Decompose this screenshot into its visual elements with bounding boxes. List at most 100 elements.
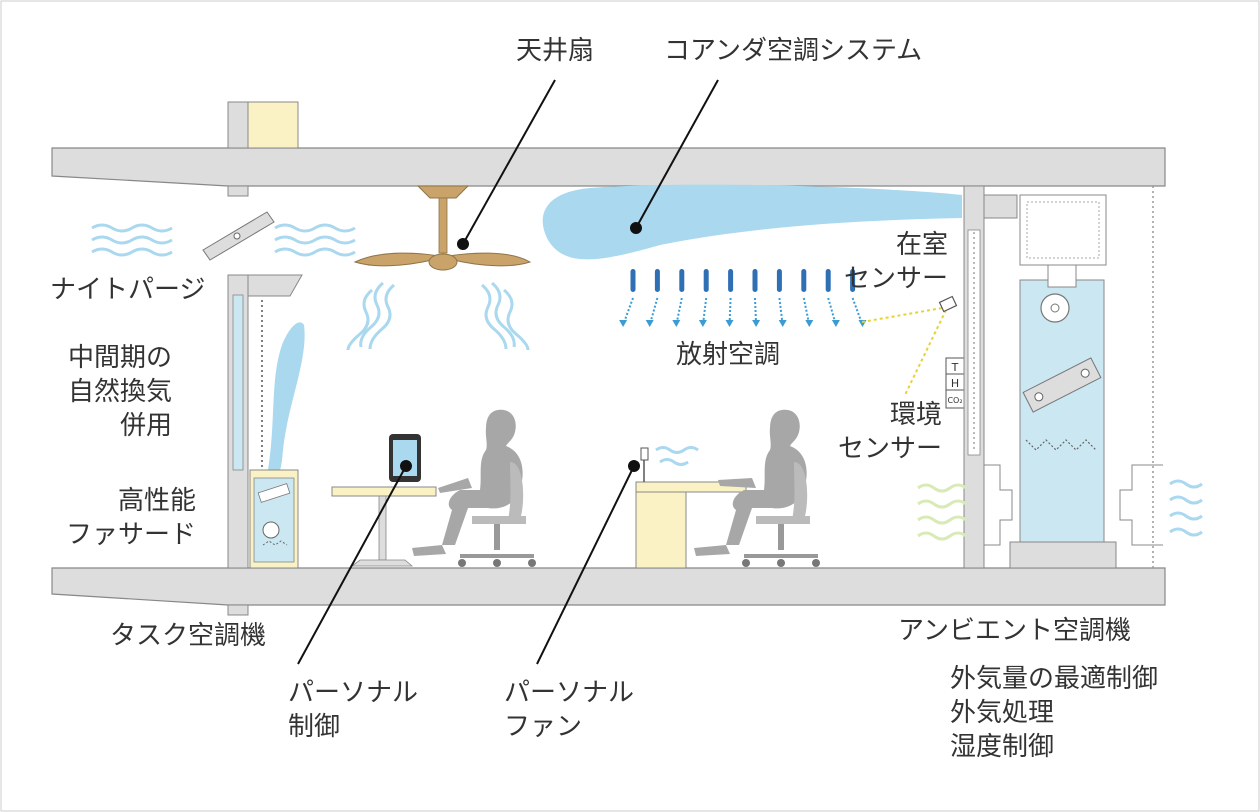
radiant-flow-arrow-line: [728, 297, 732, 326]
radiant-panels: [630, 269, 856, 292]
radiant-flow-arrow-line: [648, 297, 659, 326]
environment-sensor-panel: T H CO₂: [945, 357, 965, 409]
upper-column: [227, 101, 299, 149]
label-personal-control-line-2: 制御: [288, 712, 341, 742]
chair-left: [458, 462, 536, 567]
radiant-flow-arrow-line: [827, 297, 837, 326]
natural-ventilation-plume: [268, 322, 305, 470]
ambient-ac-unit: [1009, 194, 1117, 569]
label-ambient-feature-3: 湿度制御: [950, 732, 1055, 762]
label-ceiling-fan: 天井扇: [516, 36, 595, 66]
radiant-flow-arrow-head: [805, 320, 814, 327]
radiant-flow-arrow-line: [622, 297, 634, 326]
label-radiant-ac: 放射空調: [676, 340, 781, 370]
person-right: [694, 409, 807, 556]
label-env-sensor-line-1: 環境: [890, 400, 943, 430]
label-facade-line-1: 高性能: [118, 486, 197, 516]
label-night-purge: ナイトパージ: [50, 275, 206, 305]
label-task-ac: タスク空調機: [110, 621, 267, 651]
radiant-panel-bar: [825, 269, 831, 292]
leader-dot-coanda: [630, 222, 642, 234]
radiant-flow-arrow-head: [645, 320, 654, 327]
label-ambient-ac: アンビエント空調機: [898, 616, 1131, 646]
label-mid-season-line-3: 併用: [120, 411, 173, 441]
occupancy-sensor: [861, 295, 958, 396]
label-personal-control-line-1: パーソナル: [288, 678, 419, 708]
leader-personal-fan: [536, 465, 635, 665]
label-env-sensor-line-2: センサー: [838, 434, 943, 464]
label-environment-sensor: 環境 センサー: [838, 398, 942, 466]
ambient-ac-shaft: [963, 185, 1163, 569]
task-ac-unit: [249, 469, 299, 569]
coanda-airflow: [542, 184, 962, 260]
radiant-flow-arrow-line: [754, 297, 758, 326]
label-personal-fan-line-1: パーソナル: [504, 678, 635, 708]
leader-ceiling-fan: [462, 79, 556, 245]
desk-right: [635, 481, 747, 569]
outdoor-air-inflow: [917, 483, 967, 541]
leader-personal-control: [297, 465, 407, 665]
label-occupancy-sensor: 在室 センサー: [844, 228, 948, 296]
high-performance-facade: [227, 274, 303, 569]
radiant-flow-arrow-line: [701, 297, 708, 326]
night-purge-window: [202, 211, 275, 261]
personal-fan-device: [640, 446, 699, 482]
radiant-flow-arrow-head: [752, 320, 761, 327]
radiant-flow-arrow-line: [778, 297, 784, 326]
person-left: [412, 409, 523, 556]
label-mid-season-line-1: 中間期の: [68, 343, 173, 373]
leader-dot-ceiling-fan: [457, 238, 469, 250]
label-ambient-feature-2: 外気処理: [950, 698, 1055, 728]
radiant-flow-arrow-head: [619, 320, 628, 327]
radiant-flow-arrow-line: [675, 297, 683, 326]
radiant-panel-bar: [752, 269, 758, 292]
radiant-flow-arrow-head: [672, 320, 681, 327]
radiant-panel-bar: [776, 269, 782, 292]
radiant-panel-bar: [850, 269, 856, 292]
sensor-co2-label: CO₂: [947, 396, 962, 405]
night-purge-airflow: [91, 223, 356, 257]
leader-lines: [297, 79, 719, 665]
sensor-h-label: H: [951, 377, 959, 390]
desk-left: [331, 486, 437, 567]
floor-slab: [51, 567, 1166, 616]
radiant-flow-arrow-head: [831, 320, 840, 327]
leader-coanda: [635, 79, 719, 229]
label-personal-control: パーソナル 制御: [288, 676, 418, 744]
label-occupancy-line-2: センサー: [844, 264, 949, 294]
radiant-panel-bar: [630, 269, 636, 292]
leader-dot-personal-control: [400, 460, 412, 472]
label-ambient-feature-1: 外気量の最適制御: [950, 664, 1159, 694]
label-ambient-features: 外気量の最適制御 外気処理 湿度制御: [950, 662, 1158, 764]
personal-control-tablet: [389, 434, 421, 482]
leader-dot-personal-fan: [628, 460, 640, 472]
label-facade-line-2: ファサード: [66, 520, 197, 550]
radiant-panel-bar: [801, 269, 807, 292]
label-mid-season-line-2: 自然換気: [68, 377, 173, 407]
label-personal-fan: パーソナル ファン: [504, 676, 634, 744]
radiant-flow-arrows: [619, 297, 867, 327]
label-occupancy-line-1: 在室: [896, 230, 949, 260]
ceiling-fan-airflow: [346, 281, 530, 351]
sensor-t-label: T: [951, 361, 959, 374]
radiant-panel-bar: [703, 269, 709, 292]
radiant-panel-bar: [728, 269, 734, 292]
radiant-panel-bar: [679, 269, 685, 292]
radiant-flow-arrow-line: [802, 297, 811, 326]
label-facade: 高性能 ファサード: [66, 484, 196, 552]
label-coanda-system: コアンダ空調システム: [664, 36, 923, 66]
ceiling-slab: [51, 147, 1166, 197]
label-mid-season-ventilation: 中間期の 自然換気 併用: [68, 341, 172, 443]
chair-right: [742, 462, 820, 567]
ceiling-fan: [353, 185, 532, 271]
exhaust-air-outflow: [1169, 479, 1203, 537]
radiant-panel-bar: [654, 269, 660, 292]
radiant-flow-arrow-head: [778, 320, 787, 327]
radiant-flow-arrow-head: [698, 320, 707, 327]
label-personal-fan-line-2: ファン: [504, 712, 583, 742]
radiant-flow-arrow-line: [851, 297, 864, 326]
radiant-flow-arrow-head: [725, 320, 734, 327]
